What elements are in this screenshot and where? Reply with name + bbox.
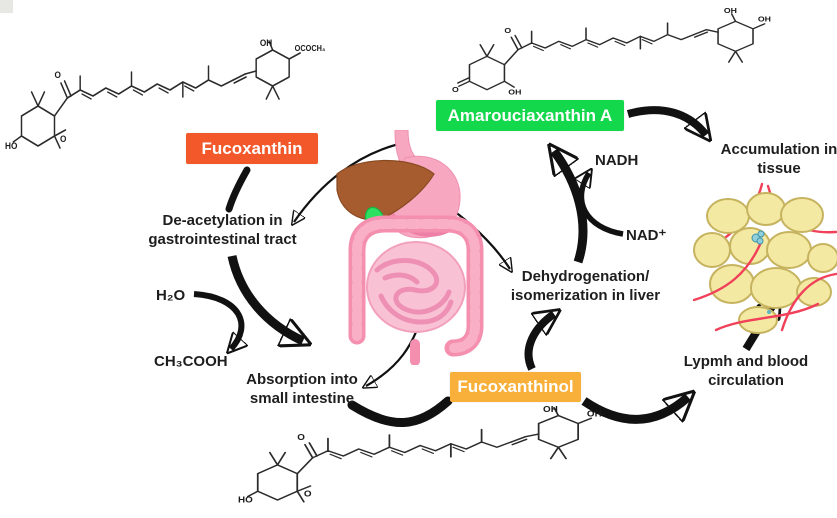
fucoxanthinol-ketone-label: O	[297, 433, 305, 442]
nad-plus-label: NAD⁺	[626, 227, 667, 244]
absorption-line2: small intestine	[249, 390, 355, 407]
arrow-water-to-acetic-acid	[193, 291, 241, 349]
absorption-line1: Absorption into	[246, 371, 358, 388]
small-intestine-illustration	[366, 241, 466, 333]
blue-dot	[767, 310, 771, 314]
deacetylation-step-label: De-acetylation in gastrointestinal tract	[140, 211, 305, 249]
accumulation-line1: Accumulation in	[720, 141, 837, 158]
arrow-fucoxanthinol-to-lymph	[581, 397, 688, 424]
capillary	[692, 238, 837, 332]
acetic-acid-label: CH₃COOH	[154, 353, 228, 370]
fat-cell	[693, 232, 731, 268]
amarouciaxanthin-ring-oh-label: OH	[508, 88, 521, 96]
arrow-amarouciaxanthin-to-accumulation	[626, 106, 706, 135]
fat-cells	[693, 192, 837, 334]
fucoxanthin-oh-top-label: OH	[260, 38, 272, 48]
dehydrogenation-step-label: Dehydrogenation/ isomerization in liver	[503, 267, 668, 305]
fucoxanthin-label-box: Fucoxanthin	[186, 133, 318, 164]
fucoxanthin-ketone-label: O	[54, 70, 61, 80]
fucoxanthin-structure: HO O O OH OCOCH₃	[5, 38, 326, 151]
accumulation-tissue-label: Accumulation in tissue	[699, 140, 837, 178]
large-intestine-haustra	[352, 219, 480, 353]
arrow-fucoxanthin-to-deacetylation	[225, 166, 251, 213]
amarouciaxanthin-structure: O OH O OH OH	[452, 8, 771, 97]
fat-cell	[706, 198, 750, 234]
immune-blue-cell	[751, 230, 765, 245]
corner-artifact	[0, 0, 13, 13]
fat-cell	[709, 264, 755, 304]
amarouciaxanthin-label: Amarouciaxanthin A	[447, 105, 613, 125]
arrow-fucoxanthinol-to-dehydrogenation	[524, 314, 554, 371]
deacetylation-line1: De-acetylation in	[162, 212, 283, 229]
fucoxanthinol-epoxide-label: O	[304, 489, 312, 498]
fucoxanthin-epoxide-label: O	[60, 134, 67, 144]
small-intestine-coils	[374, 257, 454, 325]
fat-cell	[766, 231, 812, 269]
fucoxanthinol-label-box: Fucoxanthinol	[450, 372, 581, 402]
adipose-tissue-illustration	[692, 182, 837, 334]
deacetylation-line2: gastrointestinal tract	[148, 231, 297, 248]
dehydrogenation-line2: isomerization in liver	[510, 287, 661, 304]
fucoxanthinol-oh-top-label: OH	[543, 405, 558, 414]
fucoxanthinol-oh-right-label: OH	[587, 409, 602, 418]
lymph-line1: Lypmh and blood	[683, 353, 809, 370]
arrow-deacetylation-to-absorption	[227, 254, 303, 341]
arrow-nad-to-nadh	[581, 173, 624, 237]
fucoxanthin-ho-label: HO	[5, 141, 18, 151]
amarouciaxanthin-oh-right-label: OH	[758, 15, 771, 23]
fucoxanthinol-ho-label: HO	[238, 496, 253, 505]
amarouciaxanthin-ketone-label: O	[504, 27, 511, 35]
fucoxanthin-ester-label: OCOCH₃	[295, 44, 326, 53]
digestive-system-illustration	[336, 130, 484, 365]
nadh-label: NADH	[595, 152, 639, 169]
arrow-dehydrogenation-to-amarouciaxanthin	[554, 151, 588, 264]
arrow-absorption-to-fucoxanthinol	[347, 396, 453, 428]
amarouciaxanthin-ring-o-label: O	[452, 86, 459, 94]
fucoxanthin-label: Fucoxanthin	[201, 138, 303, 158]
fat-cell	[807, 243, 837, 273]
dehydrogenation-line1: Dehydrogenation/	[521, 268, 650, 285]
fat-cell	[746, 192, 786, 226]
amarouciaxanthin-label-box: Amarouciaxanthin A	[436, 100, 624, 131]
fucoxanthinol-structure: HO O O OH OH	[238, 405, 602, 505]
fucoxanthinol-label: Fucoxanthinol	[457, 377, 574, 396]
water-molecule-label: H₂O	[156, 287, 186, 304]
lymph-line2: circulation	[708, 372, 784, 389]
amarouciaxanthin-oh-top-label: OH	[724, 8, 737, 15]
lymph-circulation-label: Lypmh and blood circulation	[667, 352, 825, 390]
accumulation-line2: tissue	[757, 160, 801, 177]
liver-illustration	[336, 159, 435, 221]
absorption-step-label: Absorption into small intestine	[222, 370, 382, 408]
fat-cell	[780, 197, 824, 233]
